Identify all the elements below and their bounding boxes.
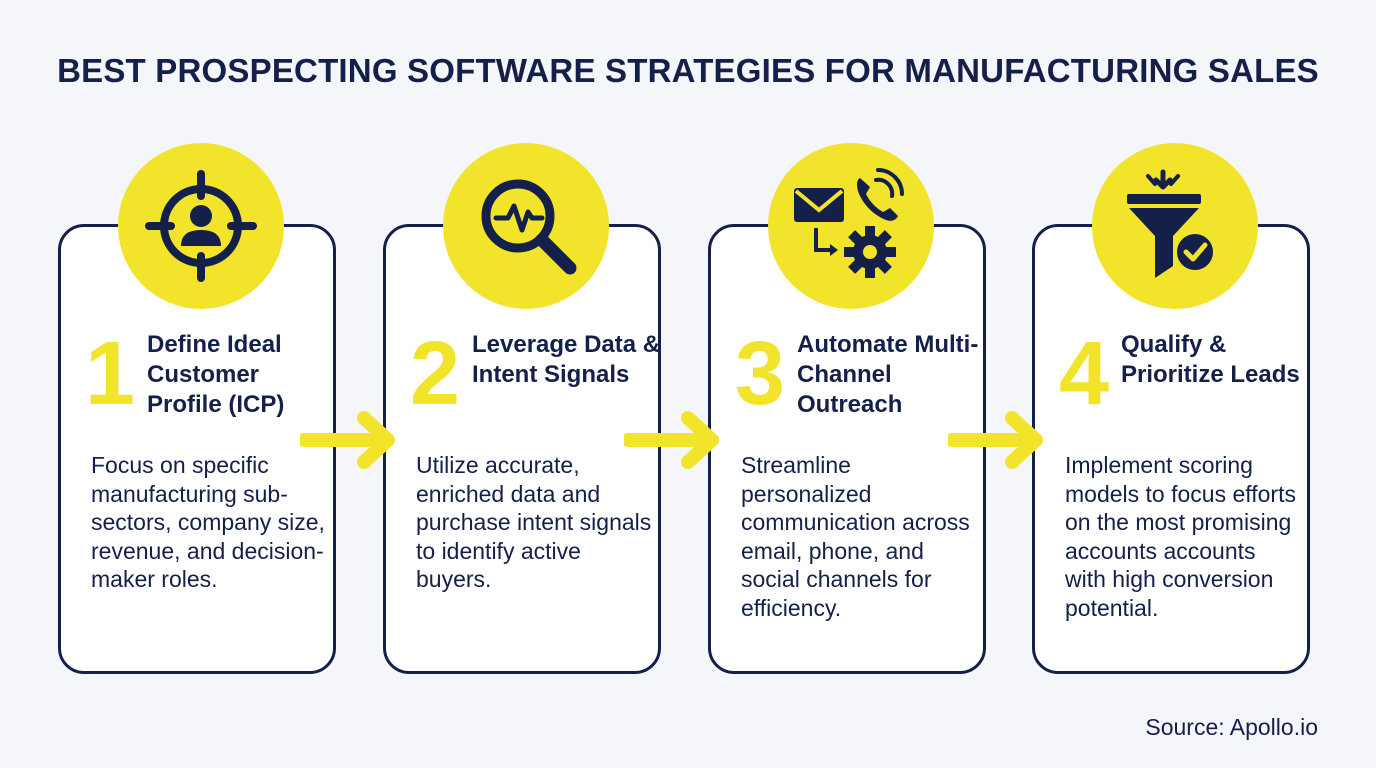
step-description: Streamline personalized communication ac… [741, 452, 970, 621]
page-title: BEST PROSPECTING SOFTWARE STRATEGIES FOR… [57, 52, 1319, 89]
step-heading: Define Ideal Customer Profile (ICP) [147, 331, 285, 418]
target-person-icon [118, 143, 284, 309]
email-phone-gear-icon [768, 143, 934, 309]
step-number: 1 [85, 324, 136, 424]
arrow-right-icon [948, 411, 1043, 469]
step-card-4: 4 Qualify & Prioritize Leads Implement s… [1032, 224, 1310, 674]
step-heading: Qualify & Prioritize Leads [1121, 331, 1300, 388]
step-number: 3 [735, 324, 786, 424]
step-number: 2 [410, 324, 461, 424]
arrow-right-icon [300, 411, 395, 469]
step-heading: Automate Multi-Channel Outreach [797, 331, 979, 418]
step-description: Focus on specific manufacturing sub-sect… [91, 452, 325, 592]
funnel-check-icon [1092, 143, 1258, 309]
step-card-3: 3 Automate Multi-Channel Outreach Stream… [708, 224, 986, 674]
step-heading: Leverage Data & Intent Signals [472, 331, 661, 388]
source-note: Source: Apollo.io [1145, 714, 1318, 740]
step-description: Implement scoring models to focus effort… [1065, 452, 1296, 621]
magnifier-pulse-icon [443, 143, 609, 309]
step-number: 4 [1059, 324, 1110, 424]
step-description: Utilize accurate, enriched data and purc… [416, 452, 652, 592]
arrow-right-icon [624, 411, 719, 469]
